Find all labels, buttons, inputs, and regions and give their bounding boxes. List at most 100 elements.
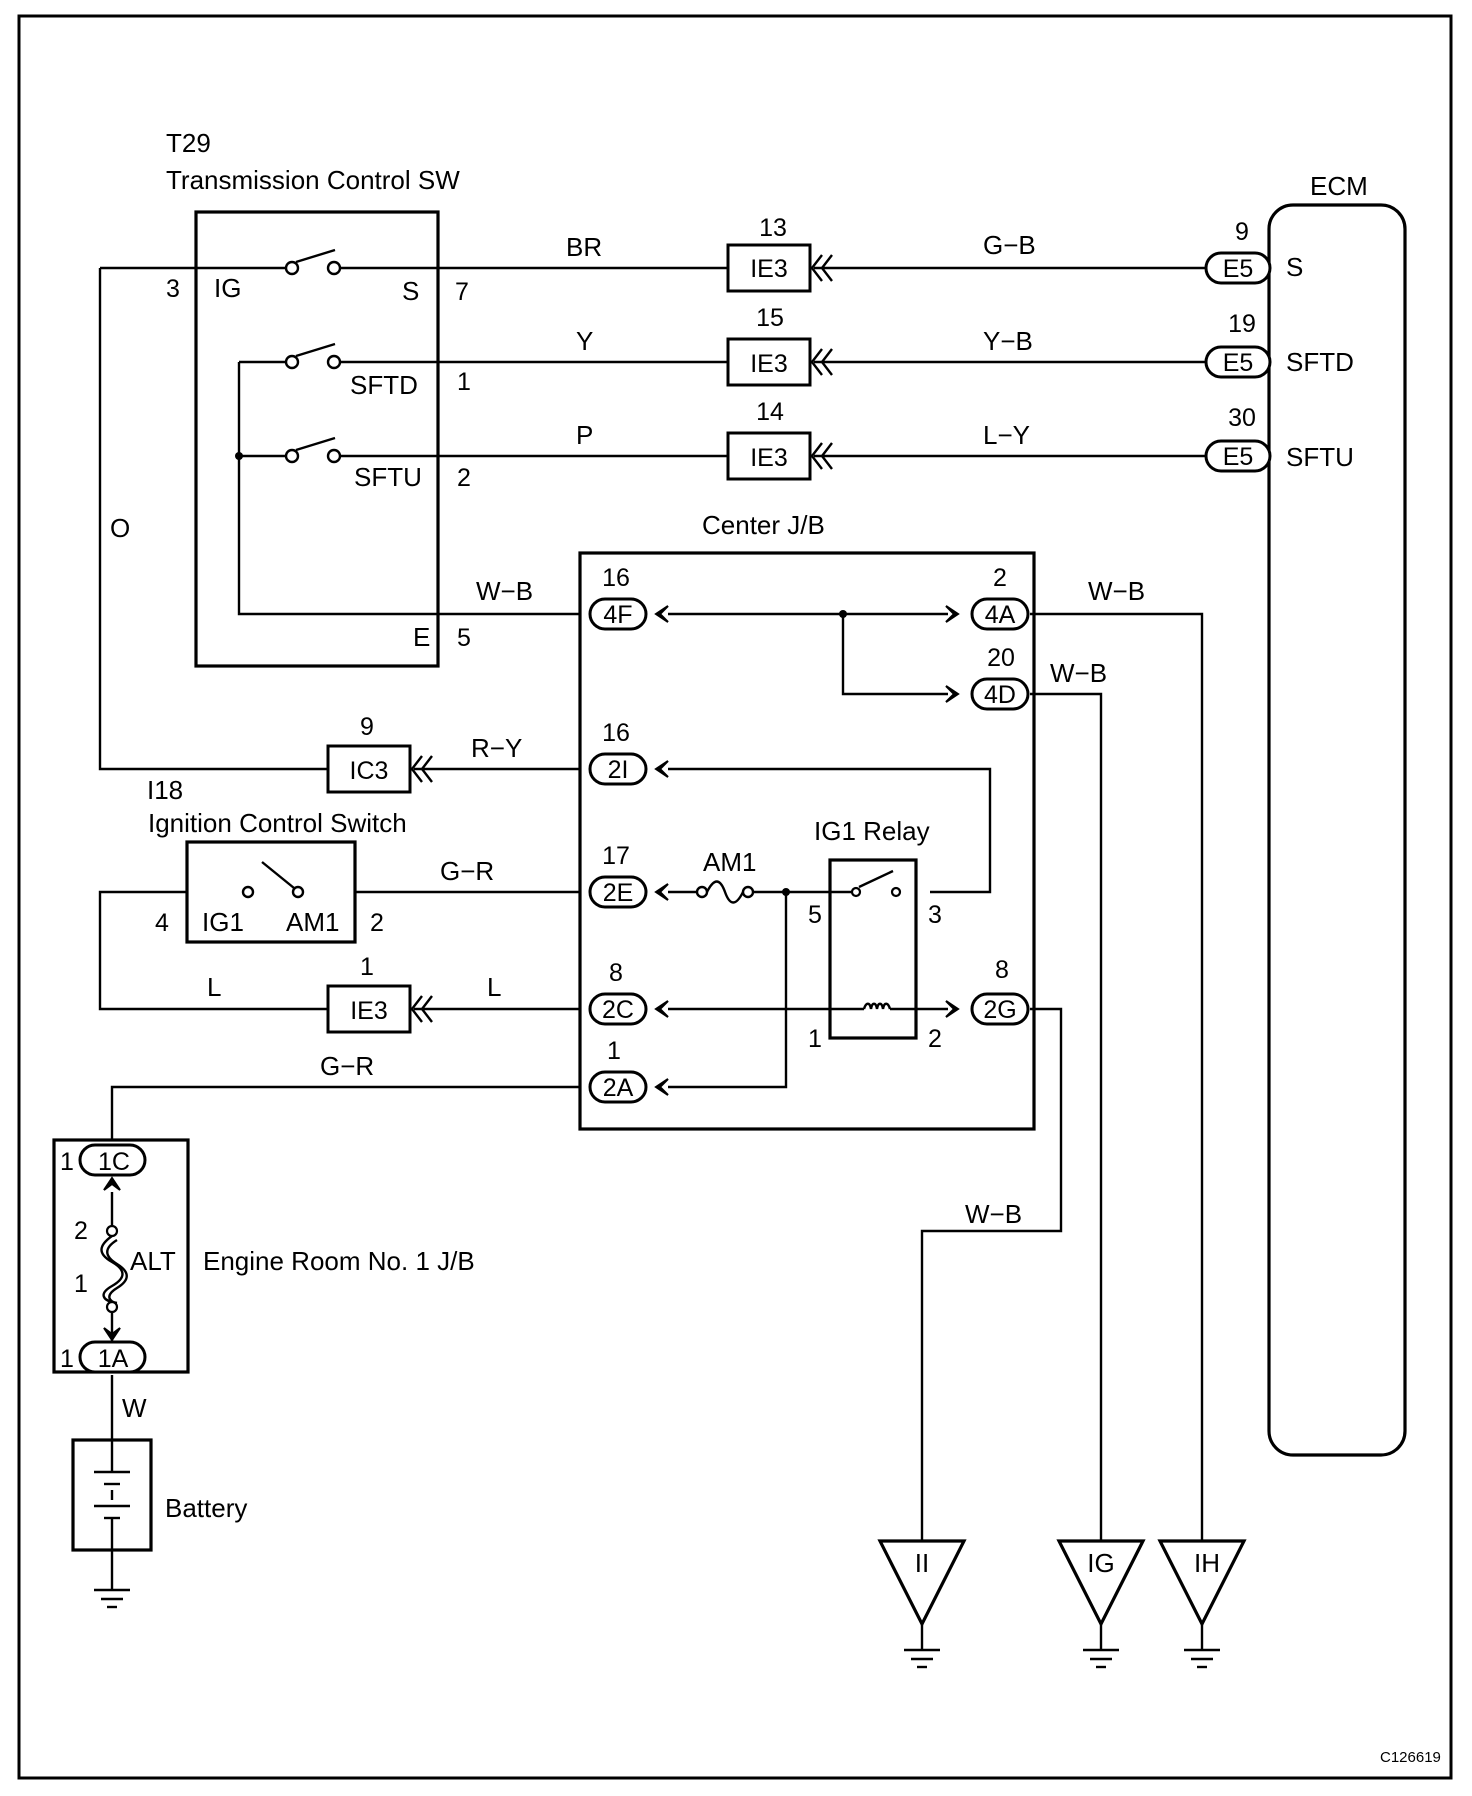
relay-pin-1: 1	[808, 1025, 822, 1053]
t29-e-terminal: E	[413, 622, 430, 652]
alt-pin-2: 2	[74, 1217, 88, 1245]
t29-s-terminal: S	[402, 276, 419, 306]
connector-pin: 16	[602, 564, 630, 592]
wire-color-gb: G−B	[983, 230, 1036, 260]
connector-e5-sftu: E5 30	[1204, 404, 1272, 473]
wire-color-ly: L−Y	[983, 420, 1030, 450]
connector-label: 2A	[603, 1074, 634, 1102]
connector-label: E5	[1223, 443, 1254, 471]
connector-pin: 17	[602, 842, 630, 870]
t29-sftu-terminal: SFTU	[354, 462, 422, 492]
am1-fuse-label: AM1	[703, 847, 756, 877]
ground-ii-label: II	[915, 1548, 929, 1578]
connector-e5-sftd: E5 19	[1204, 310, 1272, 379]
connector-label: 4D	[984, 681, 1016, 709]
connector-ic3: IC3 9	[326, 713, 433, 794]
t29-pin-5: 5	[457, 624, 471, 652]
connector-1c-pin: 1	[60, 1148, 74, 1176]
connector-label: 4A	[985, 601, 1016, 629]
wire-color-p: P	[576, 420, 593, 450]
wire-color-ry: R−Y	[471, 733, 522, 763]
connector-2e: 2E 17	[588, 842, 669, 909]
wire-color-br: BR	[566, 232, 602, 262]
connector-label: 2E	[603, 879, 634, 907]
connector-pin: 8	[609, 959, 623, 987]
switch-contact	[326, 448, 342, 464]
ground-point-ii: II	[877, 1539, 967, 1669]
connector-ie3-1: IE3 1	[326, 953, 433, 1034]
connector-label: 2G	[983, 996, 1016, 1024]
center-junction-block	[578, 551, 1036, 1131]
i18-pin-4: 4	[155, 909, 169, 937]
alt-fuse-label: ALT	[130, 1246, 176, 1276]
ecm-sftd-terminal: SFTD	[1286, 347, 1354, 377]
i18-name: Ignition Control Switch	[148, 808, 407, 838]
connector-ie3-13: IE3 13	[726, 214, 833, 293]
connector-4f: 4F 16	[588, 564, 669, 631]
i18-code: I18	[147, 775, 183, 805]
t29-pin-1: 1	[457, 368, 471, 396]
ig1-relay	[828, 858, 918, 1040]
connector-ie3-15: IE3 15	[726, 304, 833, 387]
t29-ig-terminal: IG	[214, 273, 241, 303]
connector-1a-pin: 1	[60, 1345, 74, 1373]
connector-pin: 9	[360, 713, 374, 741]
engine-room-jb-label: Engine Room No. 1 J/B	[203, 1246, 475, 1276]
wire-color-y: Y	[576, 326, 593, 356]
connector-pin: 9	[1235, 218, 1249, 246]
t29-pin-7: 7	[455, 278, 469, 306]
t29-pin-2: 2	[457, 464, 471, 492]
diagram-frame	[17, 14, 1453, 1780]
switch-contact	[326, 260, 342, 276]
relay-pin-2: 2	[928, 1025, 942, 1053]
connector-pin: 13	[759, 214, 787, 242]
battery-label: Battery	[165, 1493, 247, 1523]
connector-ie3-14: IE3 14	[726, 398, 833, 481]
junction-dot	[235, 452, 243, 460]
connector-2a: 2A 1	[588, 1037, 669, 1104]
ground-ih-label: IH	[1194, 1548, 1220, 1578]
t29-pin-3: 3	[166, 275, 180, 303]
ecm: S SFTD SFTU	[1267, 203, 1407, 1457]
connector-pin: 19	[1228, 310, 1256, 338]
connector-label: IE3	[350, 997, 388, 1025]
connector-2g: 2G 8	[945, 956, 1030, 1026]
connector-label: 2C	[602, 996, 634, 1024]
connector-label: 4F	[603, 601, 632, 629]
connector-4a: 4A 2	[945, 564, 1030, 631]
relay-pin-3: 3	[928, 901, 942, 929]
wire-color-gr-i18: G−R	[440, 856, 494, 886]
junction-dot	[782, 888, 790, 896]
switch-contact	[284, 260, 300, 276]
connector-1a-label: 1A	[98, 1345, 129, 1373]
ground-point-ig: IG	[1056, 1539, 1146, 1669]
connector-label: IE3	[750, 255, 788, 283]
wire-color-l-left: L	[207, 972, 221, 1002]
connector-pin: 15	[756, 304, 784, 332]
connector-label: IC3	[350, 757, 389, 785]
connector-pin: 14	[756, 398, 784, 426]
wire-color-o: O	[110, 513, 130, 543]
connector-pin: 1	[607, 1037, 621, 1065]
wire-color-w: W	[122, 1393, 147, 1423]
wire-color-wb-4d: W−B	[1050, 658, 1107, 688]
t29-name: Transmission Control SW	[166, 165, 460, 195]
i18-am1-terminal: AM1	[286, 907, 339, 937]
i18-ig1-terminal: IG1	[202, 907, 244, 937]
ignition-control-switch: IG1 AM1	[185, 840, 357, 944]
ecm-s-terminal: S	[1286, 252, 1303, 282]
wire-color-wb-2g: W−B	[965, 1199, 1022, 1229]
wire-network	[98, 266, 1206, 1590]
alt-pin-1: 1	[74, 1270, 88, 1298]
connector-4d: 4D 20	[945, 644, 1030, 711]
wire-color-wb-4a: W−B	[1088, 576, 1145, 606]
connector-e5-s: E5 9	[1204, 218, 1272, 285]
battery	[71, 1438, 153, 1552]
ecm-title: ECM	[1310, 171, 1368, 201]
switch-contact	[284, 354, 300, 370]
connector-pin: 30	[1228, 404, 1256, 432]
t29-code: T29	[166, 128, 211, 158]
connector-pin: 8	[995, 956, 1009, 984]
connector-pin: 1	[360, 953, 374, 981]
connector-label: 2I	[608, 756, 629, 784]
